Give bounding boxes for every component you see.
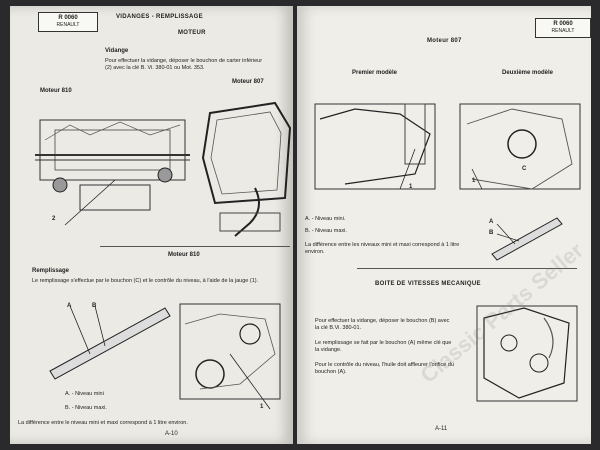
- moteur-807-label: Moteur 807: [232, 79, 264, 85]
- section-subheader: MOTEUR: [178, 30, 206, 36]
- legend-niveau-mini: A. - Niveau mini.: [305, 216, 346, 222]
- page-number: A-11: [435, 426, 448, 432]
- difference-text: La différence entre les niveaux mini et …: [305, 242, 460, 255]
- right-page: R 0060 RENAULT Moteur 807 Premier modèle…: [297, 6, 591, 444]
- engine-810-drawing: [30, 100, 195, 230]
- engine-deuxieme-modele-drawing: [452, 94, 587, 204]
- boite-vidange-text: Pour effectuer la vidange, déposer le bo…: [315, 318, 450, 331]
- boite-title: BOITE DE VITESSES MECANIQUE: [375, 281, 481, 287]
- left-page: R 0060 RENAULT VIDANGES - REMPLISSAGE MO…: [10, 6, 293, 444]
- dipstick-label-a: A: [67, 303, 72, 309]
- legend-niveau-mini: A. - Niveau mini: [65, 391, 104, 397]
- engine-premier-modele-drawing: [305, 94, 445, 204]
- remplissage-text: Le remplissage s'effectue par le bouchon…: [32, 278, 259, 284]
- deuxieme-modele-label: Deuxième modèle: [502, 70, 554, 76]
- dipstick-drawing: [477, 206, 567, 261]
- section-divider: [100, 246, 290, 247]
- legend-niveau-maxi: B. - Niveau maxi.: [65, 405, 107, 411]
- engine-fill-drawing: [170, 294, 290, 414]
- dipstick-label-a: A: [489, 219, 494, 225]
- callout-c: C: [522, 166, 527, 172]
- section-divider: [357, 268, 577, 269]
- vidange-text: Pour effectuer la vidange, déposer le bo…: [105, 58, 263, 71]
- dipstick-label-b: B: [489, 230, 494, 236]
- remplissage-title: Remplissage: [32, 268, 70, 274]
- boite-controle-text: Pour le contrôle du niveau, l'huile doit…: [315, 362, 454, 375]
- callout-1-premier: 1: [409, 184, 413, 190]
- difference-text: La différence entre le niveau mini et ma…: [18, 420, 188, 426]
- premier-modele-label: Premier modèle: [352, 70, 398, 76]
- dipstick-drawing: [40, 296, 175, 386]
- engine-807-sump-drawing: [195, 88, 293, 238]
- vidange-title: Vidange: [105, 48, 129, 54]
- page-header: VIDANGES - REMPLISSAGE: [116, 14, 203, 20]
- callout-2: 2: [52, 216, 56, 222]
- renault-logo: R 0060 RENAULT: [535, 18, 591, 38]
- callout-1-deuxieme: 1: [472, 178, 476, 184]
- boite-remplissage-text: Le remplissage se fait par le bouchon (A…: [315, 340, 452, 353]
- page-number: A-10: [165, 431, 178, 437]
- renault-logo: R 0060 RENAULT: [38, 12, 98, 32]
- gearbox-drawing: [469, 298, 584, 408]
- callout-1: 1: [260, 404, 264, 410]
- moteur-810-center-label: Moteur 810: [168, 252, 200, 258]
- dipstick-label-b: B: [92, 303, 97, 309]
- page-header: Moteur 807: [427, 38, 462, 44]
- legend-niveau-maxi: B. - Niveau maxi.: [305, 228, 347, 234]
- moteur-810-label: Moteur 810: [40, 88, 72, 94]
